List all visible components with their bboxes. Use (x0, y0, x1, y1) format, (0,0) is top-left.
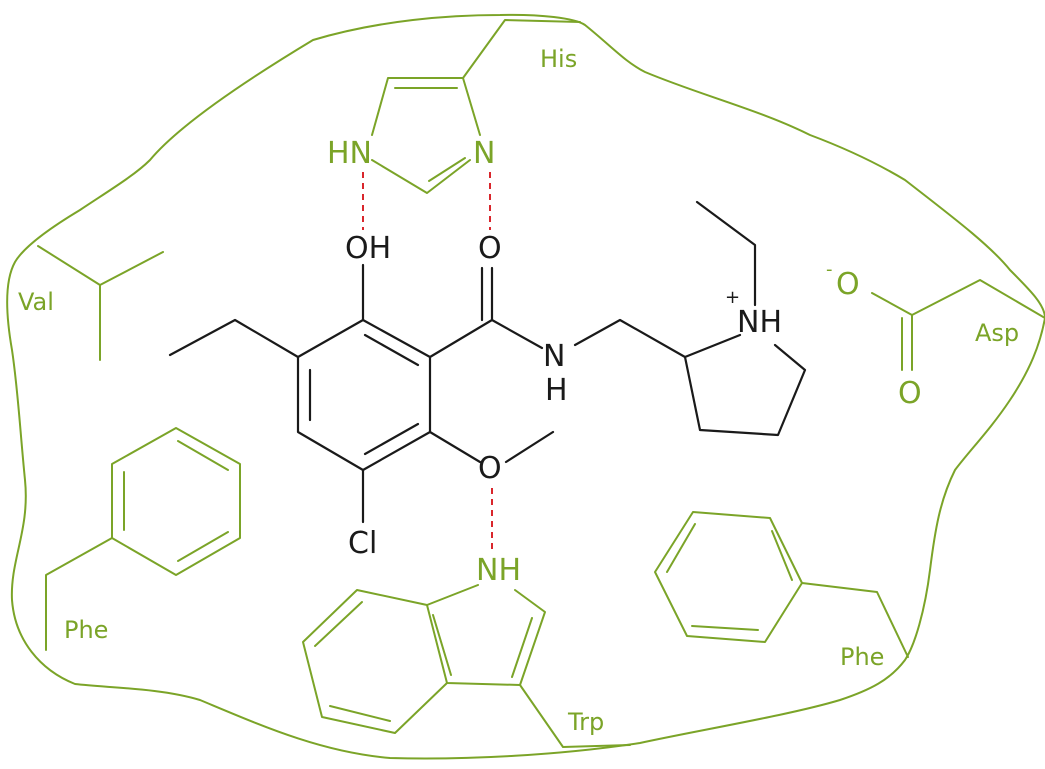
trp-nh-label: NH (476, 553, 521, 588)
methoxy-o-label: O (478, 451, 502, 486)
phe-right-label: Phe (840, 643, 884, 671)
his-hn-label: HN (327, 136, 372, 171)
phenylalanine-right: Phe (654, 511, 909, 671)
carbonyl-o-label: O (478, 231, 502, 266)
ligand: OH O N H + NH O Cl (168, 200, 807, 561)
chlorine-label: Cl (348, 526, 377, 561)
his-n-label: N (473, 136, 495, 171)
amide-n-label: N (543, 339, 565, 374)
trp-label: Trp (567, 708, 604, 736)
asp-o-minus-label: O (836, 267, 860, 302)
ammonium-charge: + (725, 287, 740, 308)
histidine: HN N His (327, 19, 581, 194)
val-label: Val (18, 288, 54, 316)
phenylalanine-left: Phe (45, 427, 241, 651)
phe-left-label: Phe (64, 616, 108, 644)
asp-charge: - (826, 259, 833, 280)
valine: Val (18, 245, 164, 361)
pocket-outline (6, 13, 1045, 760)
oh-label: OH (345, 231, 391, 266)
amide-h-label: H (545, 373, 568, 408)
asp-label: Asp (975, 319, 1019, 347)
his-label: His (540, 45, 577, 73)
tryptophan: NH Trp (302, 553, 631, 748)
asp-o-label: O (898, 376, 922, 411)
aspartate: - O O Asp (826, 259, 1045, 411)
ammonium-label: NH (737, 305, 782, 340)
